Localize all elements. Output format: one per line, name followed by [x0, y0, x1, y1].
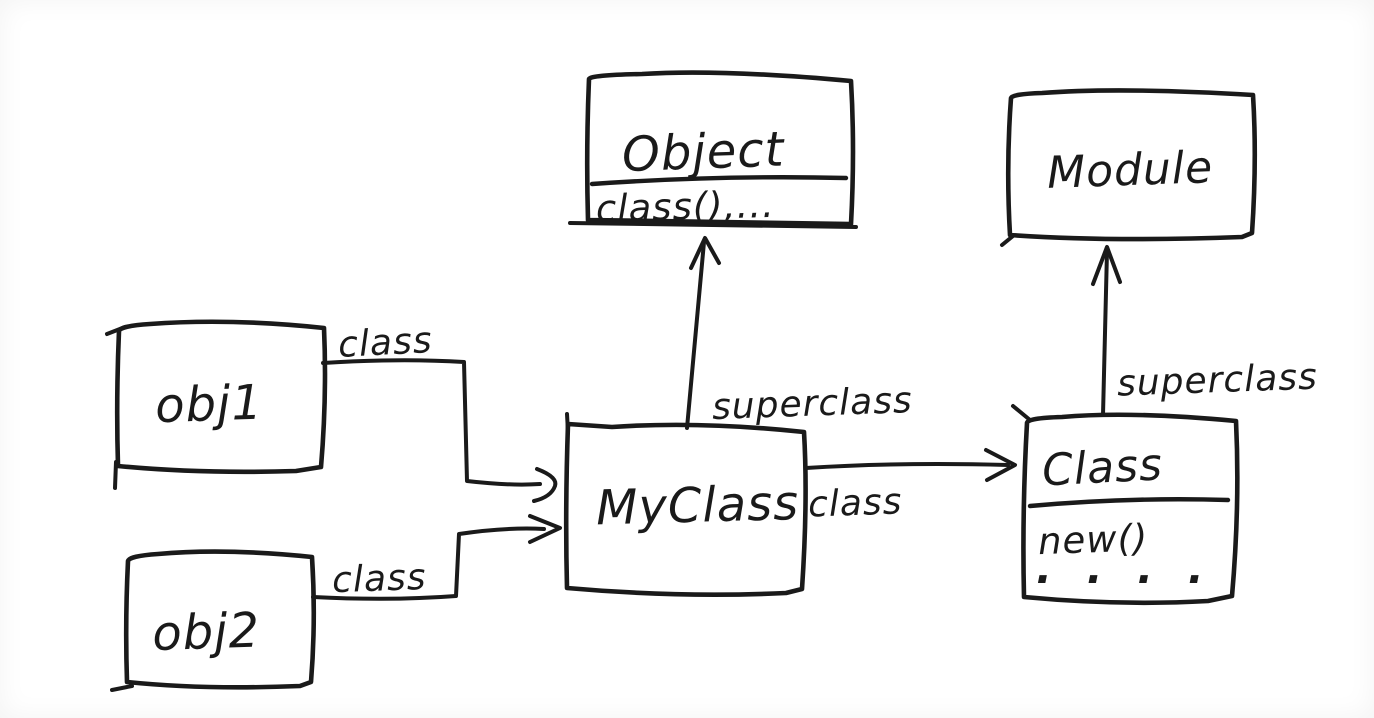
node-class-label: Class [1041, 439, 1164, 496]
edge-obj1-myclass: class [321, 320, 558, 503]
node-object-divider [589, 175, 849, 187]
node-object-label: Object [621, 121, 786, 183]
node-module-box [1005, 88, 1258, 242]
arrowhead-icon [1091, 245, 1122, 286]
node-class-members: new() [1037, 516, 1149, 563]
edge-class-module-label: superclass [1116, 357, 1318, 405]
node-object-members: class(),... [595, 183, 775, 231]
node-obj1-corner-stroke [113, 460, 118, 490]
node-myclass: MyClass [563, 412, 808, 597]
node-class-divider [1027, 497, 1231, 509]
edge-myclass-class-line [804, 462, 1010, 470]
node-obj1: obj1 [105, 319, 328, 490]
edge-myclass-object: superclass [685, 236, 913, 430]
node-class-box [1021, 412, 1240, 606]
node-obj1-box [114, 319, 328, 475]
node-obj2-corner-stroke [110, 684, 134, 692]
node-obj1-corner-stroke [105, 325, 127, 336]
edge-myclass-object-label: superclass [711, 380, 913, 428]
node-obj1-label: obj1 [154, 375, 264, 435]
node-module-label: Module [1046, 142, 1214, 199]
edge-myclass-class-label: class [807, 481, 903, 525]
arrowhead-icon [528, 514, 562, 544]
arrowhead-icon [532, 467, 558, 503]
edge-obj2-myclass-label: class [331, 557, 427, 601]
edge-obj1-myclass-line [321, 358, 542, 487]
node-obj2-box [123, 549, 317, 690]
node-object-box [584, 70, 856, 227]
node-module-corner-stroke [1000, 234, 1015, 247]
node-object-corner-stroke [568, 221, 858, 229]
edge-obj1-myclass-label: class [337, 320, 433, 366]
node-myclass-box [563, 421, 808, 597]
node-object: Object class(),... [568, 70, 858, 231]
node-obj2: obj2 [110, 549, 317, 692]
arrowhead-icon [689, 236, 721, 270]
node-class: Class new() . . . . [1011, 404, 1240, 606]
node-class-corner-stroke [1011, 404, 1032, 422]
edge-class-module: superclass [1091, 245, 1318, 417]
node-module: Module [1000, 88, 1258, 247]
edge-obj2-myclass-line [311, 526, 546, 601]
edge-class-module-line [1101, 249, 1109, 417]
node-myclass-label: MyClass [595, 475, 800, 536]
edge-myclass-object-line [685, 240, 706, 430]
edge-obj2-myclass: class [311, 514, 562, 601]
node-obj2-label: obj2 [151, 602, 261, 662]
node-myclass-corner-stroke [565, 412, 570, 434]
node-class-ellipsis: . . . . [1036, 544, 1214, 593]
arrowhead-icon [984, 448, 1017, 482]
edge-myclass-class: class [804, 448, 1017, 526]
